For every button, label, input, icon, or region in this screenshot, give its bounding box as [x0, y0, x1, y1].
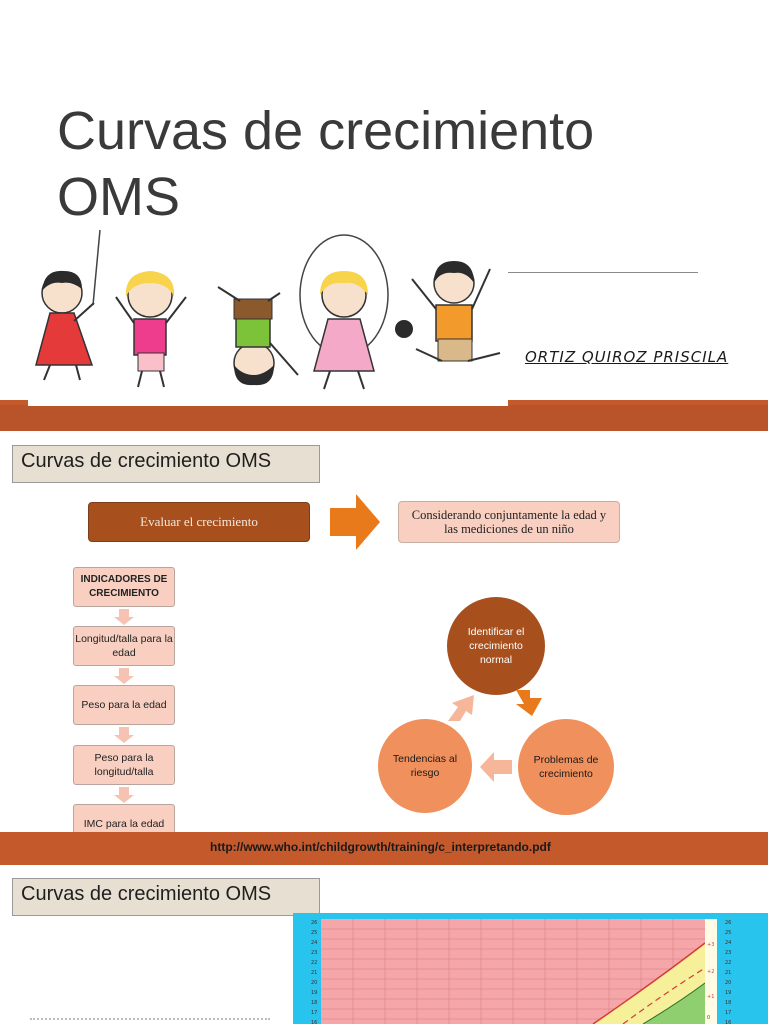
down-arrow-icon	[114, 727, 134, 743]
child-handstand-figure	[217, 286, 299, 386]
source-link[interactable]: http://www.who.int/childgrowth/training/…	[210, 840, 551, 854]
y-tick: 18	[311, 1000, 317, 1006]
y-tick-right: 17	[725, 1010, 731, 1016]
y-tick: 22	[311, 960, 317, 966]
down-arrow-icon	[114, 609, 134, 625]
slide3-title: Curvas de crecimiento OMS	[12, 878, 320, 916]
indicators-header: INDICADORES DE CRECIMIENTO	[73, 567, 175, 607]
y-tick: 24	[311, 940, 317, 946]
y-tick-right: 20	[725, 980, 731, 986]
cycle-arrow-icon	[448, 695, 474, 721]
evaluate-growth-box: Evaluar el crecimiento	[88, 502, 310, 542]
right-arrow-icon	[330, 494, 380, 550]
y-tick: 26	[311, 920, 317, 926]
child-ball-kick-figure	[395, 261, 501, 362]
growth-chart: 26 25 24 23 22 21 20 19 18 17 16 26 25 2…	[293, 913, 768, 1024]
growth-chart-plot: 26 25 24 23 22 21 20 19 18 17 16 26 25 2…	[311, 919, 731, 1024]
y-tick-right: 16	[725, 1020, 731, 1024]
percentile-label: 0	[707, 1015, 710, 1021]
y-tick-right: 18	[725, 1000, 731, 1006]
author-name: ORTIZ QUIROZ PRISCILA	[525, 348, 729, 366]
indicator-weight-length: Peso para la longitud/talla	[73, 745, 175, 785]
y-tick-right: 19	[725, 990, 731, 996]
illustration-base	[28, 396, 508, 406]
slide1-title-line2: OMS	[57, 167, 181, 227]
y-tick: 17	[311, 1010, 317, 1016]
y-tick-right: 26	[725, 920, 731, 926]
cycle-identify-normal: Identificar el crecimiento normal	[447, 597, 545, 695]
cycle-growth-problems: Problemas de crecimiento	[518, 719, 614, 815]
y-tick: 21	[311, 970, 317, 976]
y-tick: 16	[311, 1020, 317, 1024]
y-tick-right: 24	[725, 940, 731, 946]
down-arrow-icon	[114, 787, 134, 803]
y-tick-right: 21	[725, 970, 731, 976]
cycle-risk-trends: Tendencias al riesgo	[378, 719, 472, 813]
percentile-label: +3	[707, 942, 714, 948]
slide2-band	[0, 832, 768, 865]
y-tick: 20	[311, 980, 317, 986]
y-tick-right: 22	[725, 960, 731, 966]
down-arrow-icon	[114, 668, 134, 684]
indicator-weight-age: Peso para la edad	[73, 685, 175, 725]
slide2-title: Curvas de crecimiento OMS	[12, 445, 320, 483]
cycle-arrow-icon	[480, 752, 512, 782]
y-tick-right: 25	[725, 930, 731, 936]
child-pink-shirt-figure	[115, 271, 187, 388]
considering-box: Considerando conjuntamente la edad y las…	[398, 501, 620, 543]
indicator-length-age: Longitud/talla para la edad	[73, 626, 175, 666]
percentile-label: +1	[707, 994, 714, 1000]
y-tick: 23	[311, 950, 317, 956]
child-jump-rope-figure	[299, 234, 389, 390]
y-tick: 25	[311, 930, 317, 936]
author-divider	[508, 272, 698, 273]
children-illustration	[35, 229, 501, 390]
y-tick: 19	[311, 990, 317, 996]
slide1-title: Curvas de crecimiento OMS	[57, 98, 737, 230]
y-tick-right: 23	[725, 950, 731, 956]
slide1-title-line1: Curvas de crecimiento	[57, 101, 595, 161]
percentile-label: +2	[707, 969, 714, 975]
partial-text-line	[30, 1018, 270, 1023]
slide1-band-bottom	[0, 405, 768, 431]
child-red-dress-figure	[35, 229, 101, 381]
cycle-arrow-icon	[516, 690, 542, 716]
